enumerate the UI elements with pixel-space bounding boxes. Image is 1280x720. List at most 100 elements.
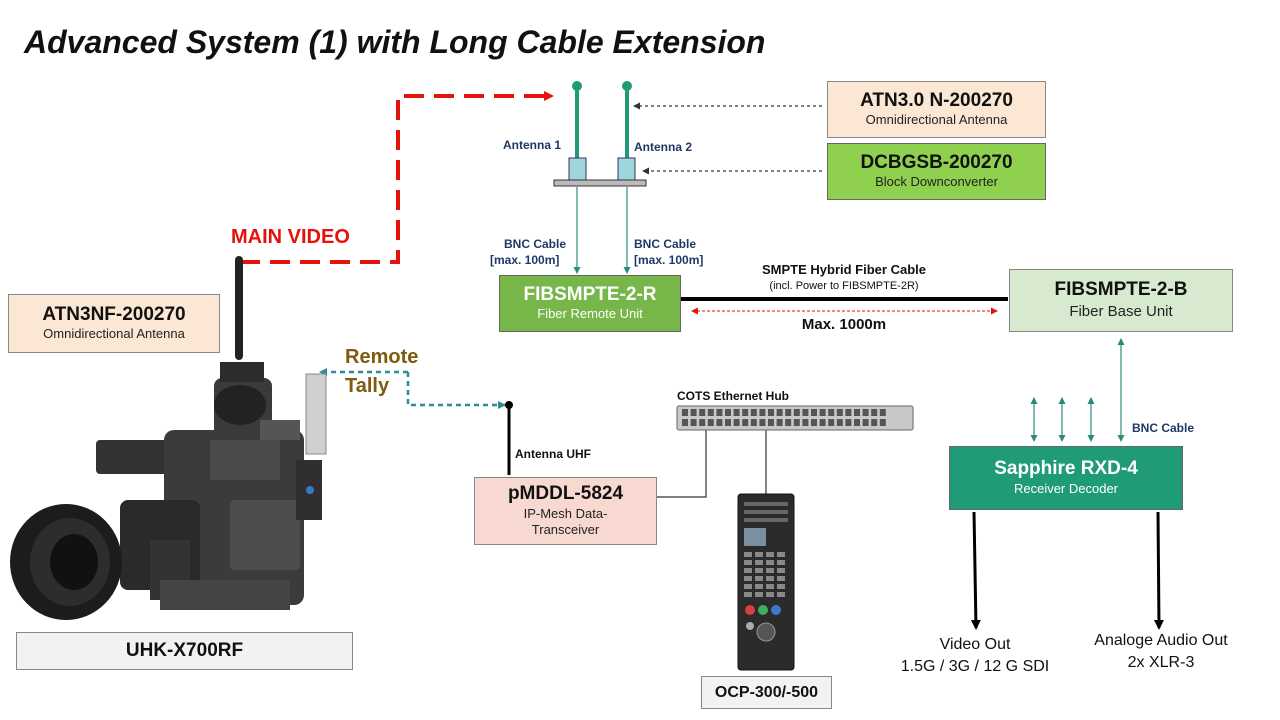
fibsmpte-b-box: FIBSMPTE-2-B Fiber Base Unit [1009, 269, 1233, 332]
hub-port [845, 419, 852, 426]
ocp-button [755, 560, 763, 565]
video-out-line1: Video Out [939, 636, 1011, 653]
hub-port [819, 409, 826, 416]
video-out-line [970, 511, 981, 630]
hub-port [802, 409, 809, 416]
hub-port [811, 409, 817, 416]
cots-hub-label: COTS Ethernet Hub [677, 389, 790, 403]
audio-out-line [1153, 511, 1164, 630]
hub-port [854, 409, 860, 416]
ocp-button [777, 584, 785, 589]
smpte-label-1: SMPTE Hybrid Fiber Cable [762, 262, 926, 277]
hub-port [776, 419, 783, 426]
ocp-strip [744, 502, 788, 506]
bnc-cable-label: BNC Cable [1132, 421, 1195, 435]
remote-tally-link-2 [406, 372, 506, 409]
hub-port [836, 409, 843, 416]
hub-port [802, 419, 809, 426]
ocp-name: OCP-300/-500 [714, 683, 819, 701]
audio-out-line2: 2x XLR-3 [1127, 653, 1195, 671]
ocp-strip [744, 510, 788, 514]
hub-port [871, 419, 878, 426]
smpte-label-2: (incl. Power to FIBSMPTE-2R) [769, 280, 919, 292]
ocp-button [777, 552, 785, 557]
ocp-label-box: OCP-300/-500 [701, 676, 832, 709]
antenna1-label: Antenna 1 [503, 138, 562, 152]
hub-port [768, 409, 774, 416]
camera-name: UHK-X700RF [125, 639, 244, 661]
pmddl-sub: IP-Mesh Data-Transceiver [523, 505, 608, 538]
ethernet-hub [676, 405, 914, 431]
ocp-button [766, 552, 774, 557]
atn3nf-name: ATN3NF-200270 [42, 303, 186, 325]
fibsmpte-b-sub: Fiber Base Unit [1069, 303, 1173, 321]
hub-port [768, 419, 774, 426]
main-video-link [240, 91, 554, 264]
antenna2-label: Antenna 2 [634, 140, 693, 154]
hub-port [725, 419, 731, 426]
hub-port [879, 419, 886, 426]
hub-port [836, 419, 843, 426]
hub-port [733, 409, 740, 416]
bnc1-label-1: BNC Cable [504, 237, 567, 251]
hub-port [828, 419, 835, 426]
hub-port [690, 409, 697, 416]
ocp-button [744, 560, 752, 565]
hub-port [811, 419, 817, 426]
ocp-button [766, 568, 774, 573]
ocp-button [766, 576, 774, 581]
ocp-button [755, 568, 763, 573]
hub-port [707, 409, 714, 416]
audio-out-line1: Analoge Audio Out [1094, 632, 1228, 649]
hub-port [742, 409, 749, 416]
hub-port [699, 419, 706, 426]
hub-port [819, 419, 826, 426]
max-1000-label: Max. 1000m [801, 316, 887, 333]
fibsmpte-r-box: FIBSMPTE-2-R Fiber Remote Unit [499, 275, 681, 332]
bnc2-label-1: BNC Cable [634, 237, 697, 251]
audio-out-label: Analoge Audio Out 2x XLR-3 [1078, 630, 1244, 673]
atn30-sub: Omnidirectional Antenna [865, 112, 1008, 128]
hub-port [750, 409, 757, 416]
ocp-button [755, 576, 763, 581]
hub-port [699, 409, 706, 416]
hub-port [854, 419, 860, 426]
fibsmpte-b-name: FIBSMPTE-2-B [1054, 279, 1188, 301]
hub-port [725, 409, 731, 416]
hub-port [879, 409, 886, 416]
remote-label: Remote [345, 346, 419, 368]
ocp-button [755, 584, 763, 589]
pmddl-name: pMDDL-5824 [507, 482, 624, 504]
hub-port [716, 409, 723, 416]
video-out-label: Video Out 1.5G / 3G / 12 G SDI [892, 634, 1058, 677]
dcbgsb-box: DCBGSB-200270 Block Downconverter [827, 143, 1046, 200]
hub-port [862, 409, 869, 416]
hub-port [707, 419, 714, 426]
ocp-button [766, 592, 774, 597]
fibsmpte-r-sub: Fiber Remote Unit [537, 306, 643, 322]
ocp-button [744, 568, 752, 573]
sapphire-name: Sapphire RXD-4 [994, 458, 1138, 480]
ocp-button [744, 584, 752, 589]
antenna-uhf-label: Antenna UHF [515, 447, 591, 461]
atn30-name: ATN3.0 N-200270 [860, 89, 1013, 111]
ocp-button [777, 576, 785, 581]
pmddl-to-hub [657, 430, 707, 498]
hub-port [793, 419, 800, 426]
sapphire-box: Sapphire RXD-4 Receiver Decoder [949, 446, 1183, 510]
hub-port [682, 419, 688, 426]
hub-port [759, 419, 766, 426]
dcbgsb-name: DCBGSB-200270 [860, 151, 1013, 173]
hub-port [871, 409, 878, 416]
hub-port [785, 419, 792, 426]
bnc1-label-2: [max. 100m] [490, 253, 560, 267]
fibsmpte-r-name: FIBSMPTE-2-R [523, 283, 657, 305]
ocp-strip [744, 518, 788, 522]
hub-port [690, 419, 697, 426]
hub-port [785, 409, 792, 416]
dcbgsb-sub: Block Downconverter [875, 174, 998, 190]
hub-port [862, 419, 869, 426]
page-title: Advanced System (1) with Long Cable Exte… [24, 24, 766, 60]
hub-port [776, 409, 783, 416]
